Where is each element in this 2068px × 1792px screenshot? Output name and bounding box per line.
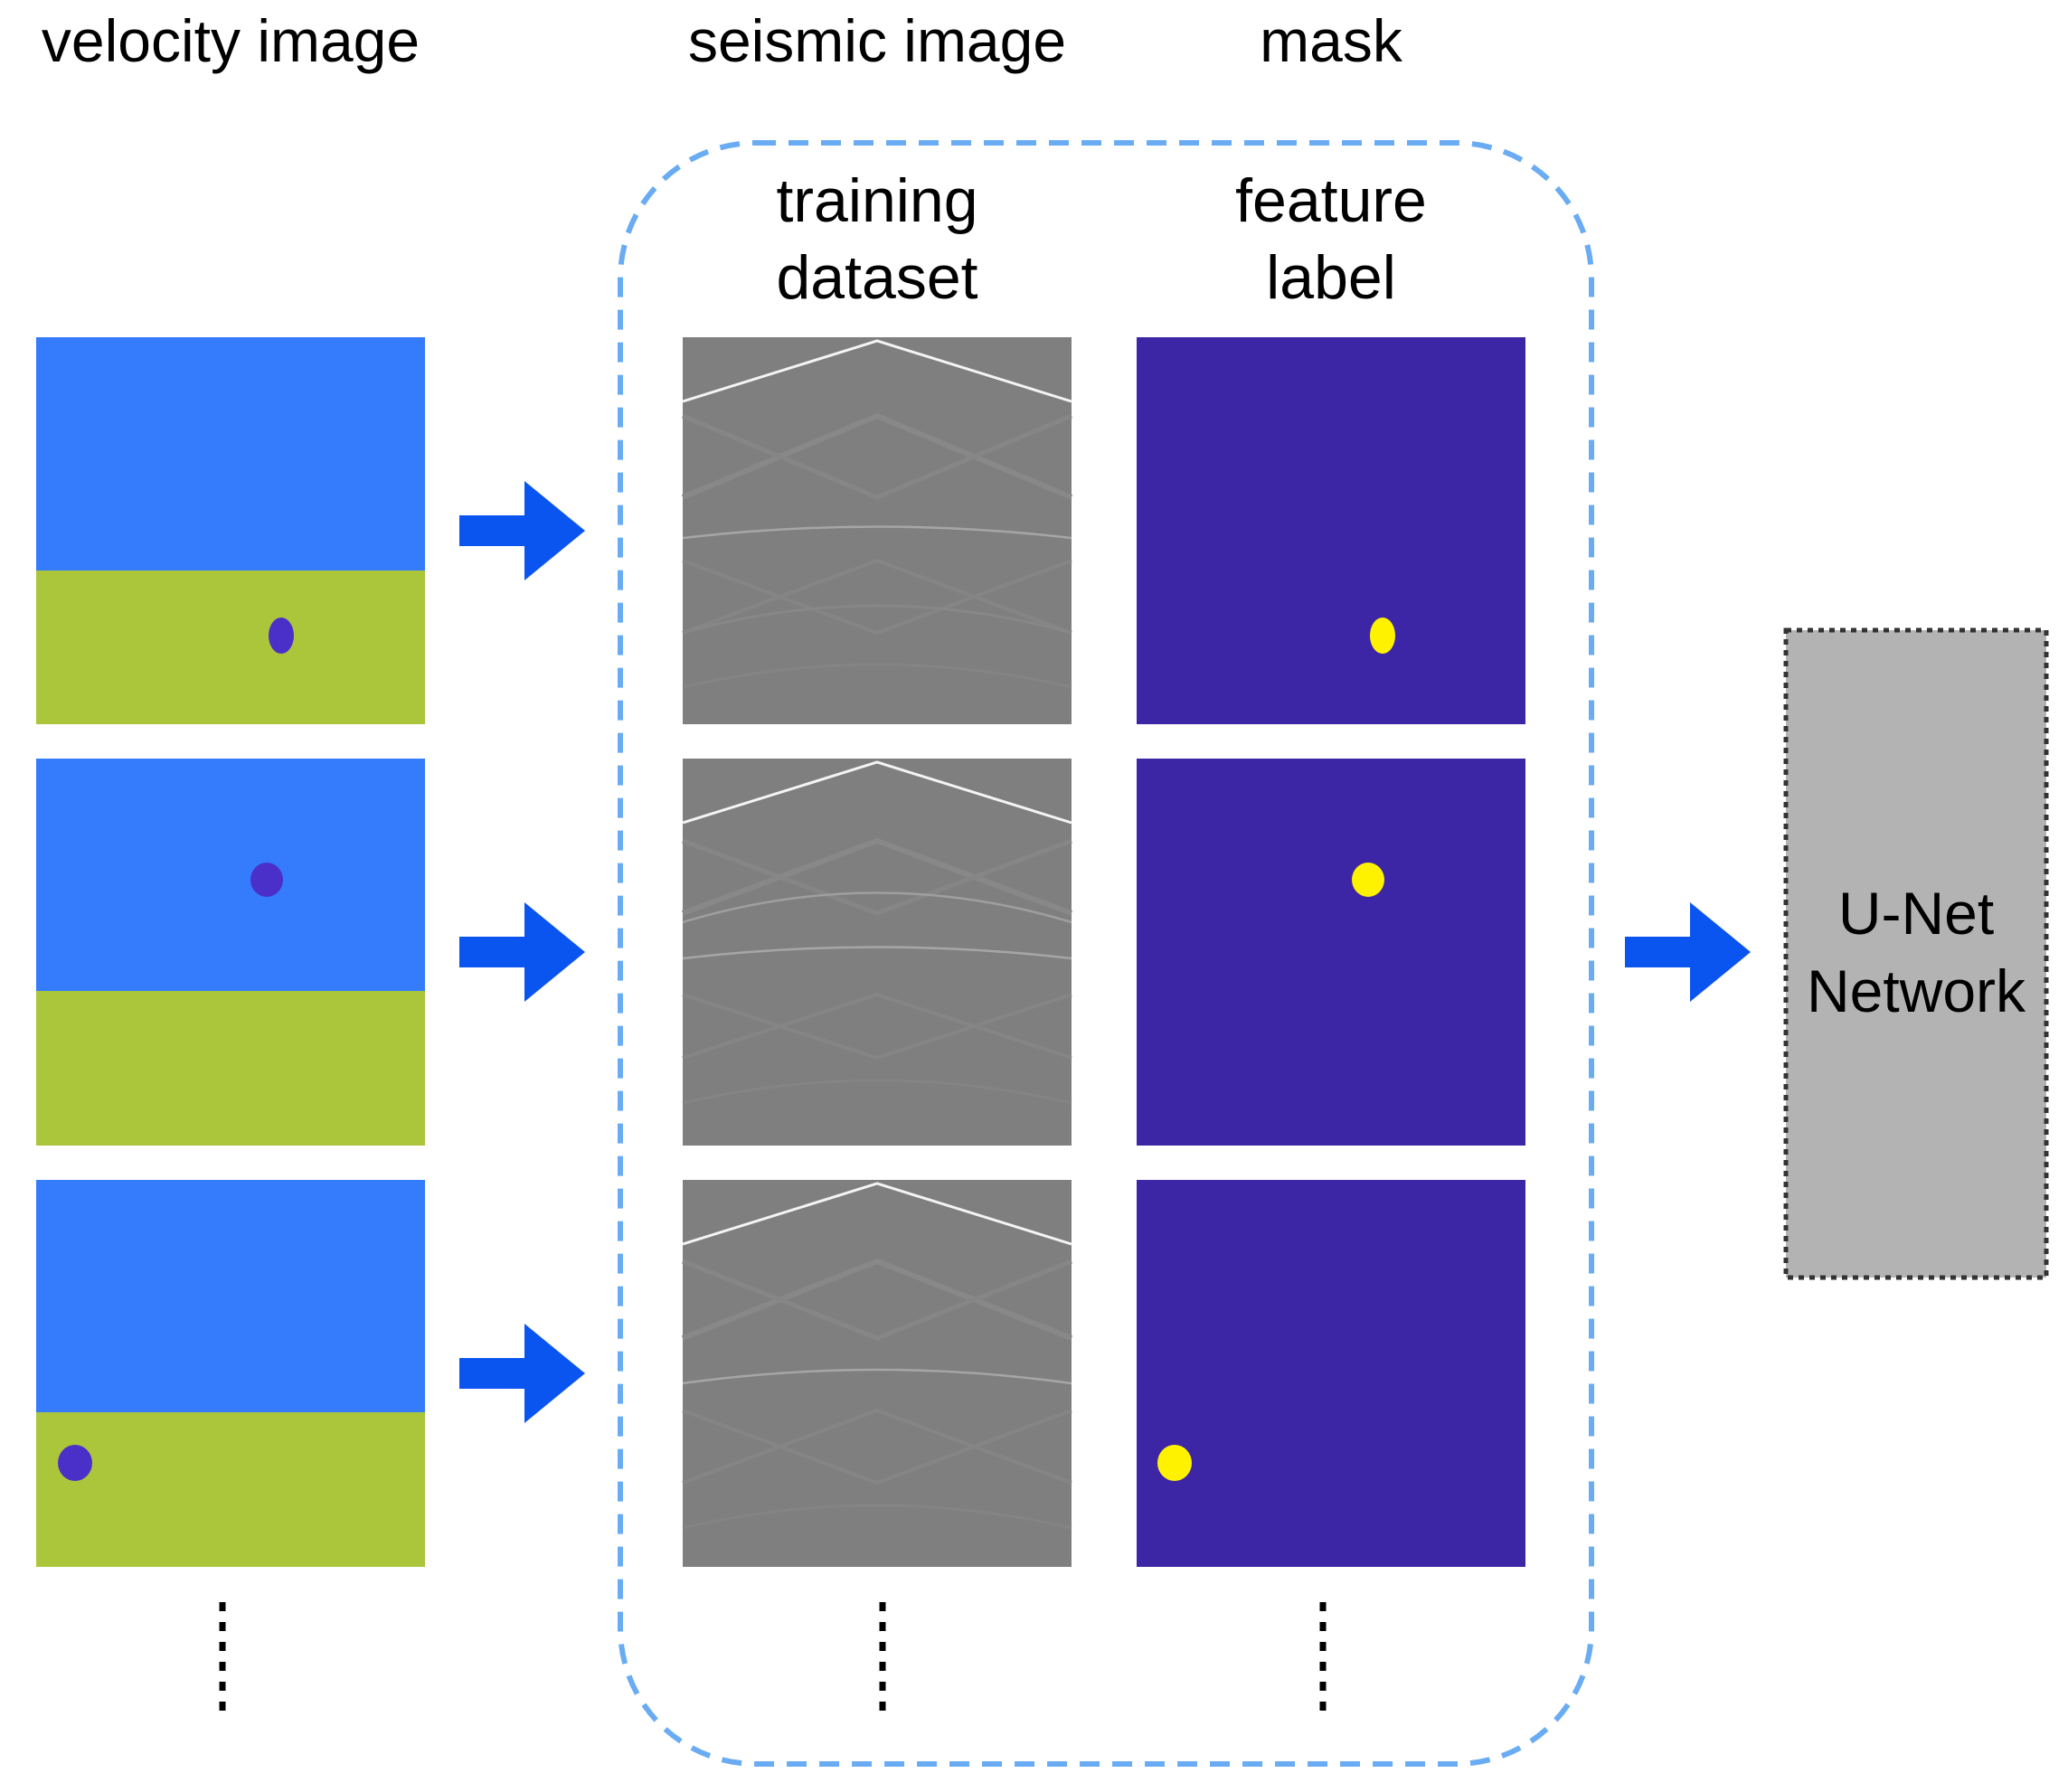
training-dataset-label-line2: dataset [776,243,977,312]
velocity-image-1 [36,337,425,724]
feature-label-line2: label [1266,243,1396,312]
velocity-anomaly-3 [58,1445,92,1481]
right-arrow-icon [1625,902,1751,1002]
seismic-image-1 [681,337,1073,724]
right-arrow-icon [459,1324,585,1423]
mask-image-3 [1137,1180,1525,1567]
mask-anomaly-1 [1370,618,1395,654]
seismic-image-3 [681,1180,1073,1567]
unet-network-box: U-Net Network [1783,627,2049,1280]
seismic-image-2 [681,759,1073,1146]
right-arrow-icon [459,481,585,580]
velocity-image-header: velocity image [42,7,420,74]
seismic-image-header: seismic image [688,7,1066,74]
velocity-image-3 [36,1180,425,1567]
training-dataset-label-line1: training [776,166,977,235]
velocity-image-2 [36,759,425,1146]
mask-image-1 [1137,337,1525,724]
mask-header: mask [1260,7,1403,74]
unet-network-label-line2: Network [1807,957,2026,1024]
right-arrow-icon [459,902,585,1002]
unet-network-label-line1: U-Net [1838,880,1994,947]
feature-label-line1: feature [1235,166,1427,235]
velocity-anomaly-1 [269,618,294,654]
mask-anomaly-2 [1352,863,1384,897]
mask-image-2 [1137,759,1525,1146]
mask-anomaly-3 [1157,1445,1192,1481]
velocity-anomaly-2 [250,863,283,897]
